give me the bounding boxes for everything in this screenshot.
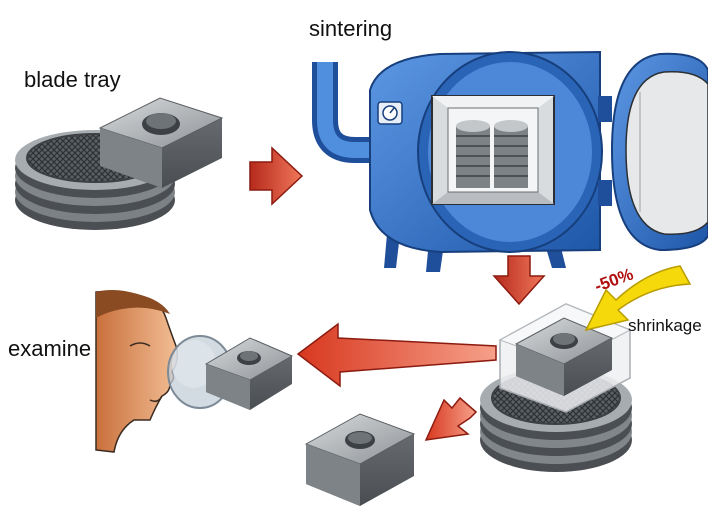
examine-label: examine <box>8 336 92 361</box>
arrow-down-from-furnace <box>492 255 546 306</box>
finished-insert <box>304 413 416 506</box>
arrow-to-examine <box>296 322 497 388</box>
blade-tray-label: blade tray <box>24 67 121 92</box>
sintering-furnace <box>312 50 708 272</box>
shrinkage-arrow <box>584 265 692 332</box>
arrow-to-finished-insert <box>424 396 478 441</box>
examined-insert <box>204 337 294 410</box>
tray-stacks-in-furnace <box>456 120 528 188</box>
person-face <box>95 290 179 453</box>
shrinkage-label: shrinkage <box>628 316 702 335</box>
sintering-label: sintering <box>309 16 393 41</box>
arrow-to-sintering <box>249 146 304 206</box>
cutting-insert-on-tray <box>98 97 224 188</box>
